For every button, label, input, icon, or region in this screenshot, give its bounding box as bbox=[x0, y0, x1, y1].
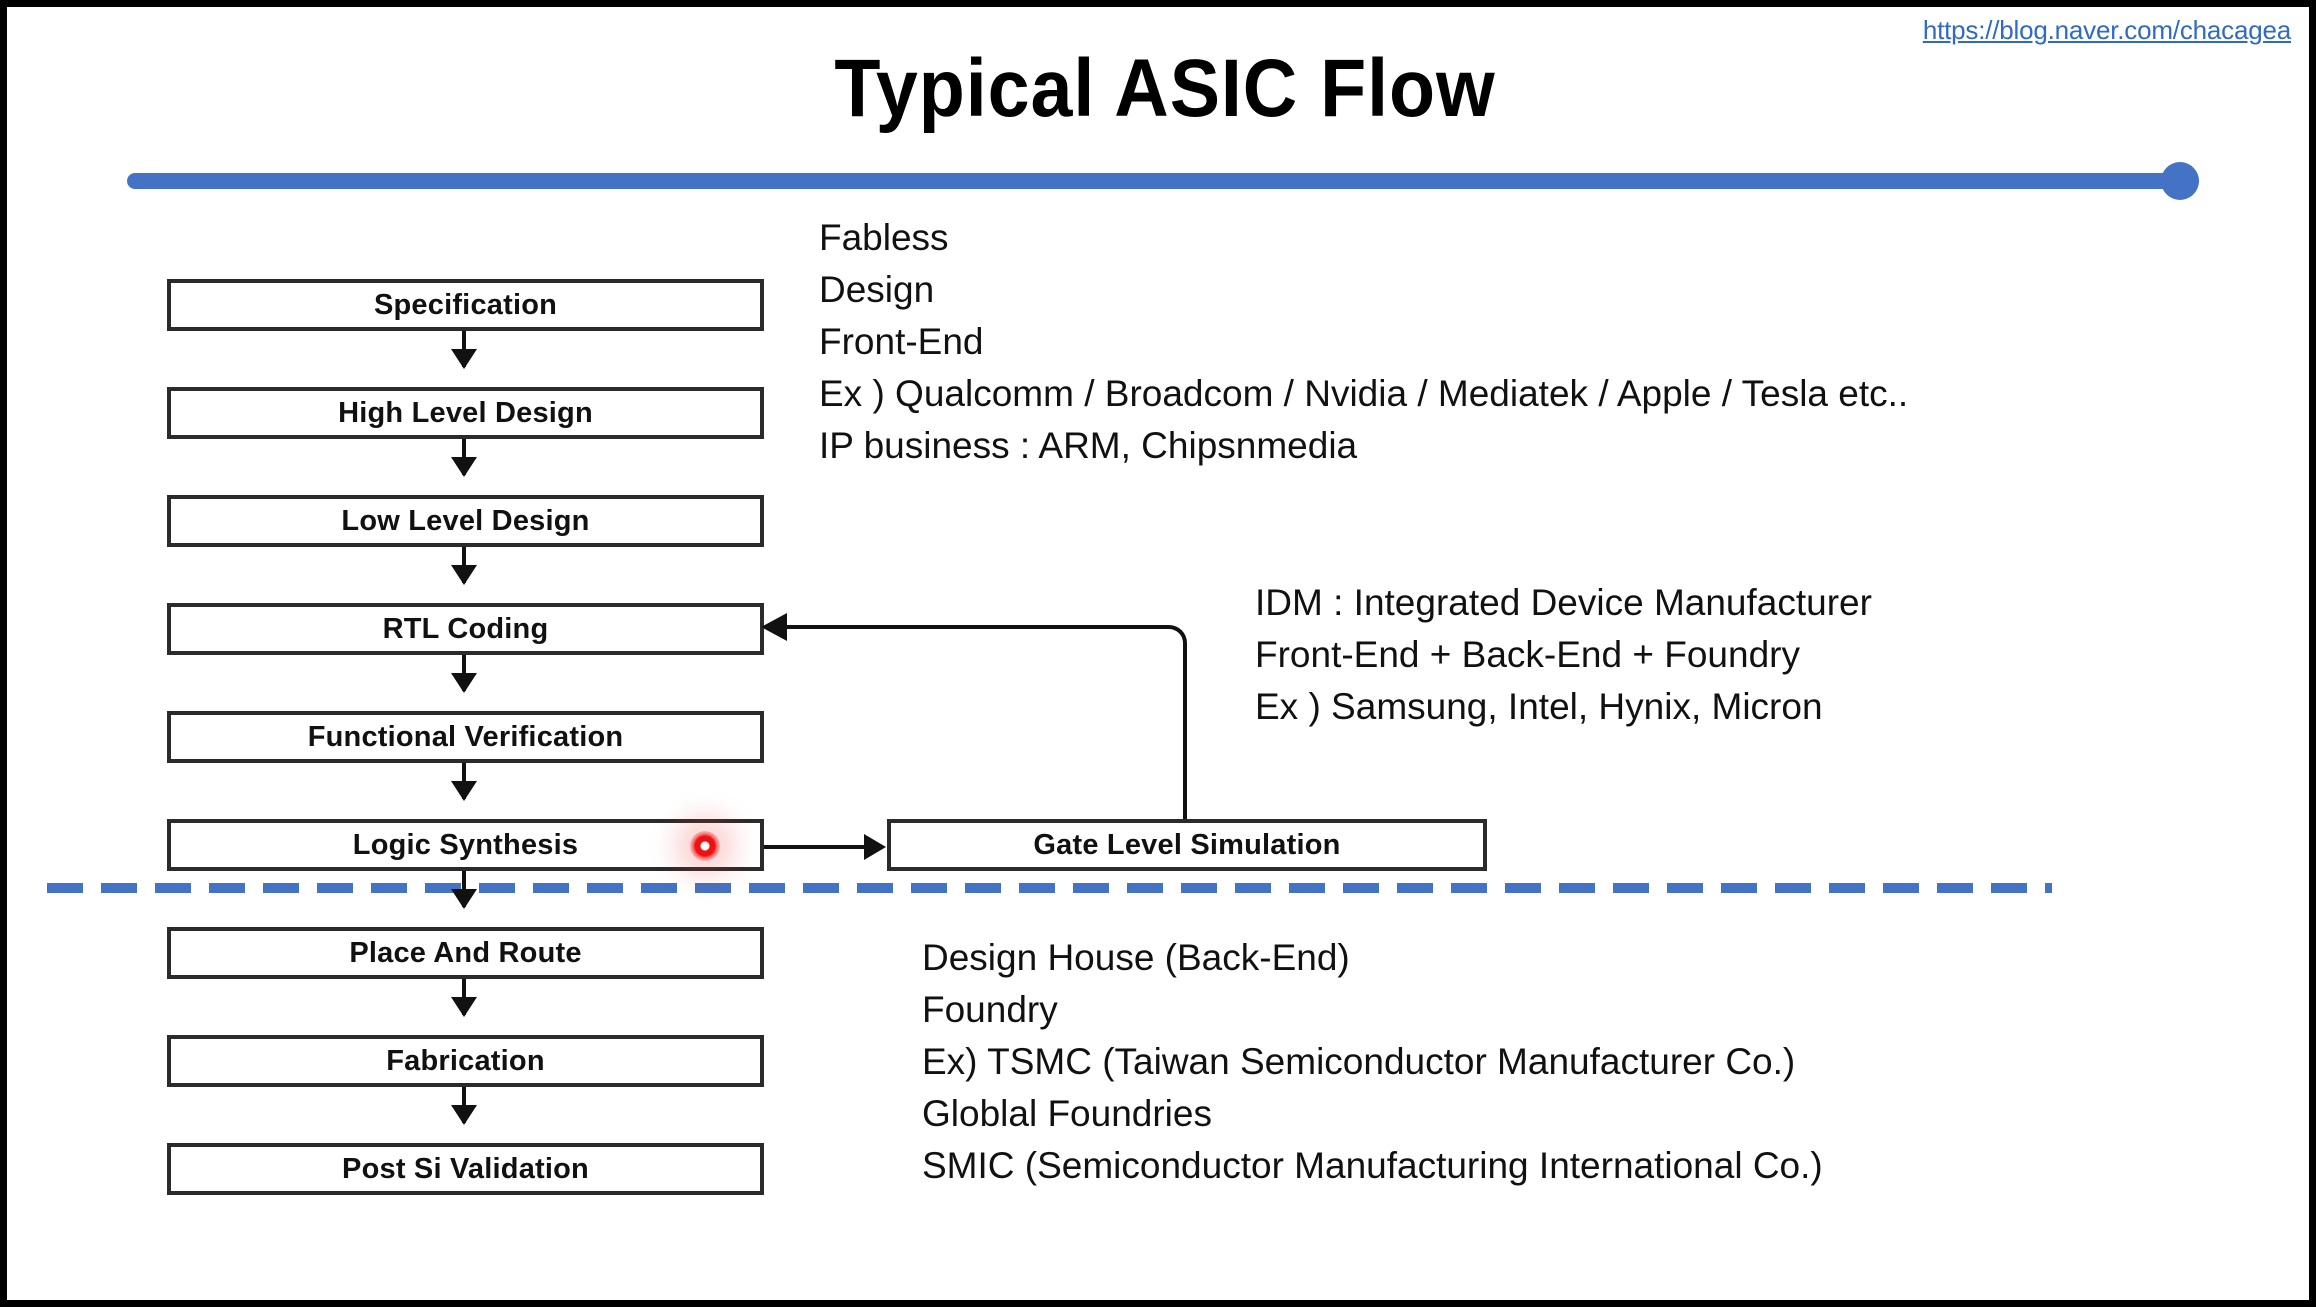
flow-box-fabrication[interactable]: Fabrication bbox=[167, 1035, 764, 1087]
arrow-high-level-design-to-low-level-design bbox=[451, 439, 477, 477]
arrow-functional-verification-to-logic-synthesis bbox=[451, 763, 477, 801]
click-marker-icon bbox=[690, 831, 720, 861]
note-idm: IDM : Integrated Device Manufacturer Fro… bbox=[1255, 577, 1872, 733]
note-fabless-line-5: IP business : ARM, Chipsnmedia bbox=[819, 425, 1358, 466]
arrow-logic-synthesis-to-gate-level-simulation bbox=[764, 834, 886, 860]
title-underline-dot bbox=[2161, 162, 2199, 200]
note-idm-line-3: Ex ) Samsung, Intel, Hynix, Micron bbox=[1255, 686, 1823, 727]
note-foundry-line-4: Globlal Foundries bbox=[922, 1093, 1212, 1134]
arrow-low-level-design-to-rtl-coding bbox=[451, 547, 477, 585]
frontend-backend-divider bbox=[47, 883, 2052, 893]
feedback-loop-corner bbox=[1147, 625, 1187, 665]
note-foundry: Design House (Back-End) Foundry Ex) TSMC… bbox=[922, 932, 1823, 1192]
note-idm-line-1: IDM : Integrated Device Manufacturer bbox=[1255, 582, 1872, 623]
note-fabless-line-3: Front-End bbox=[819, 321, 984, 362]
flow-box-high-level-design[interactable]: High Level Design bbox=[167, 387, 764, 439]
note-idm-line-2: Front-End + Back-End + Foundry bbox=[1255, 634, 1800, 675]
note-foundry-line-5: SMIC (Semiconductor Manufacturing Intern… bbox=[922, 1145, 1823, 1186]
note-fabless-line-1: Fabless bbox=[819, 217, 949, 258]
flow-box-gate-level-simulation[interactable]: Gate Level Simulation bbox=[887, 819, 1487, 871]
flow-box-functional-verification[interactable]: Functional Verification bbox=[167, 711, 764, 763]
page-title: Typical ASIC Flow bbox=[834, 43, 1496, 134]
flow-box-place-and-route[interactable]: Place And Route bbox=[167, 927, 764, 979]
arrow-fabrication-to-post-si-validation bbox=[451, 1087, 477, 1125]
note-foundry-line-1: Design House (Back-End) bbox=[922, 937, 1350, 978]
arrow-specification-to-high-level-design bbox=[451, 331, 477, 369]
note-fabless: Fabless Design Front-End Ex ) Qualcomm /… bbox=[819, 212, 1908, 472]
note-foundry-line-3: Ex) TSMC (Taiwan Semiconductor Manufactu… bbox=[922, 1041, 1796, 1082]
flow-box-logic-synthesis[interactable]: Logic Synthesis bbox=[167, 819, 764, 871]
arrow-place-and-route-to-fabrication bbox=[451, 979, 477, 1017]
feedback-loop-riser bbox=[1183, 647, 1187, 819]
arrow-rtl-coding-to-functional-verification bbox=[451, 655, 477, 693]
flow-box-specification[interactable]: Specification bbox=[167, 279, 764, 331]
flow-box-low-level-design[interactable]: Low Level Design bbox=[167, 495, 764, 547]
flow-box-post-si-validation[interactable]: Post Si Validation bbox=[167, 1143, 764, 1195]
blog-link[interactable]: https://blog.naver.com/chacagea bbox=[1922, 15, 2291, 45]
flow-box-rtl-coding[interactable]: RTL Coding bbox=[167, 603, 764, 655]
note-foundry-line-2: Foundry bbox=[922, 989, 1058, 1030]
title-underline-bar bbox=[127, 173, 2199, 189]
arrow-gate-level-simulation-to-rtl-coding bbox=[761, 613, 1151, 641]
note-fabless-line-2: Design bbox=[819, 269, 935, 310]
arrow-logic-synthesis-to-place-and-route bbox=[451, 871, 477, 909]
note-fabless-line-4: Ex ) Qualcomm / Broadcom / Nvidia / Medi… bbox=[819, 373, 1909, 414]
